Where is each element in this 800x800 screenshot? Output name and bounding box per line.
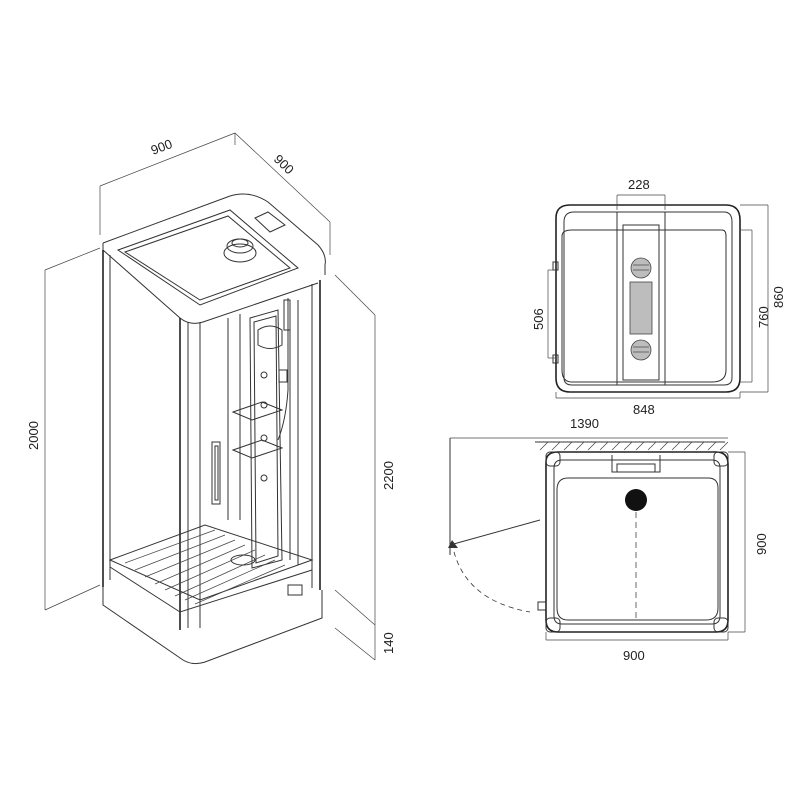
plan-height-label: 900 <box>754 533 769 555</box>
top-outer-depth-label: 860 <box>771 286 786 308</box>
iso-depth-label: 900 <box>271 151 297 177</box>
top-width-label: 228 <box>628 177 650 192</box>
plan-view <box>448 437 746 641</box>
plan-overall-label: 1390 <box>570 416 599 431</box>
plan-width-label: 900 <box>623 648 645 663</box>
iso-inner-height-label: 2200 <box>381 461 396 490</box>
top-side-left-label: 506 <box>531 308 546 330</box>
top-inner-depth-label: 760 <box>756 306 771 328</box>
iso-total-height-label: 2000 <box>26 421 41 450</box>
isometric-view <box>44 132 376 665</box>
top-view <box>547 194 769 399</box>
top-bottom-width-label: 848 <box>633 402 655 417</box>
iso-base-label: 140 <box>381 632 396 654</box>
iso-width-label: 900 <box>149 136 175 158</box>
